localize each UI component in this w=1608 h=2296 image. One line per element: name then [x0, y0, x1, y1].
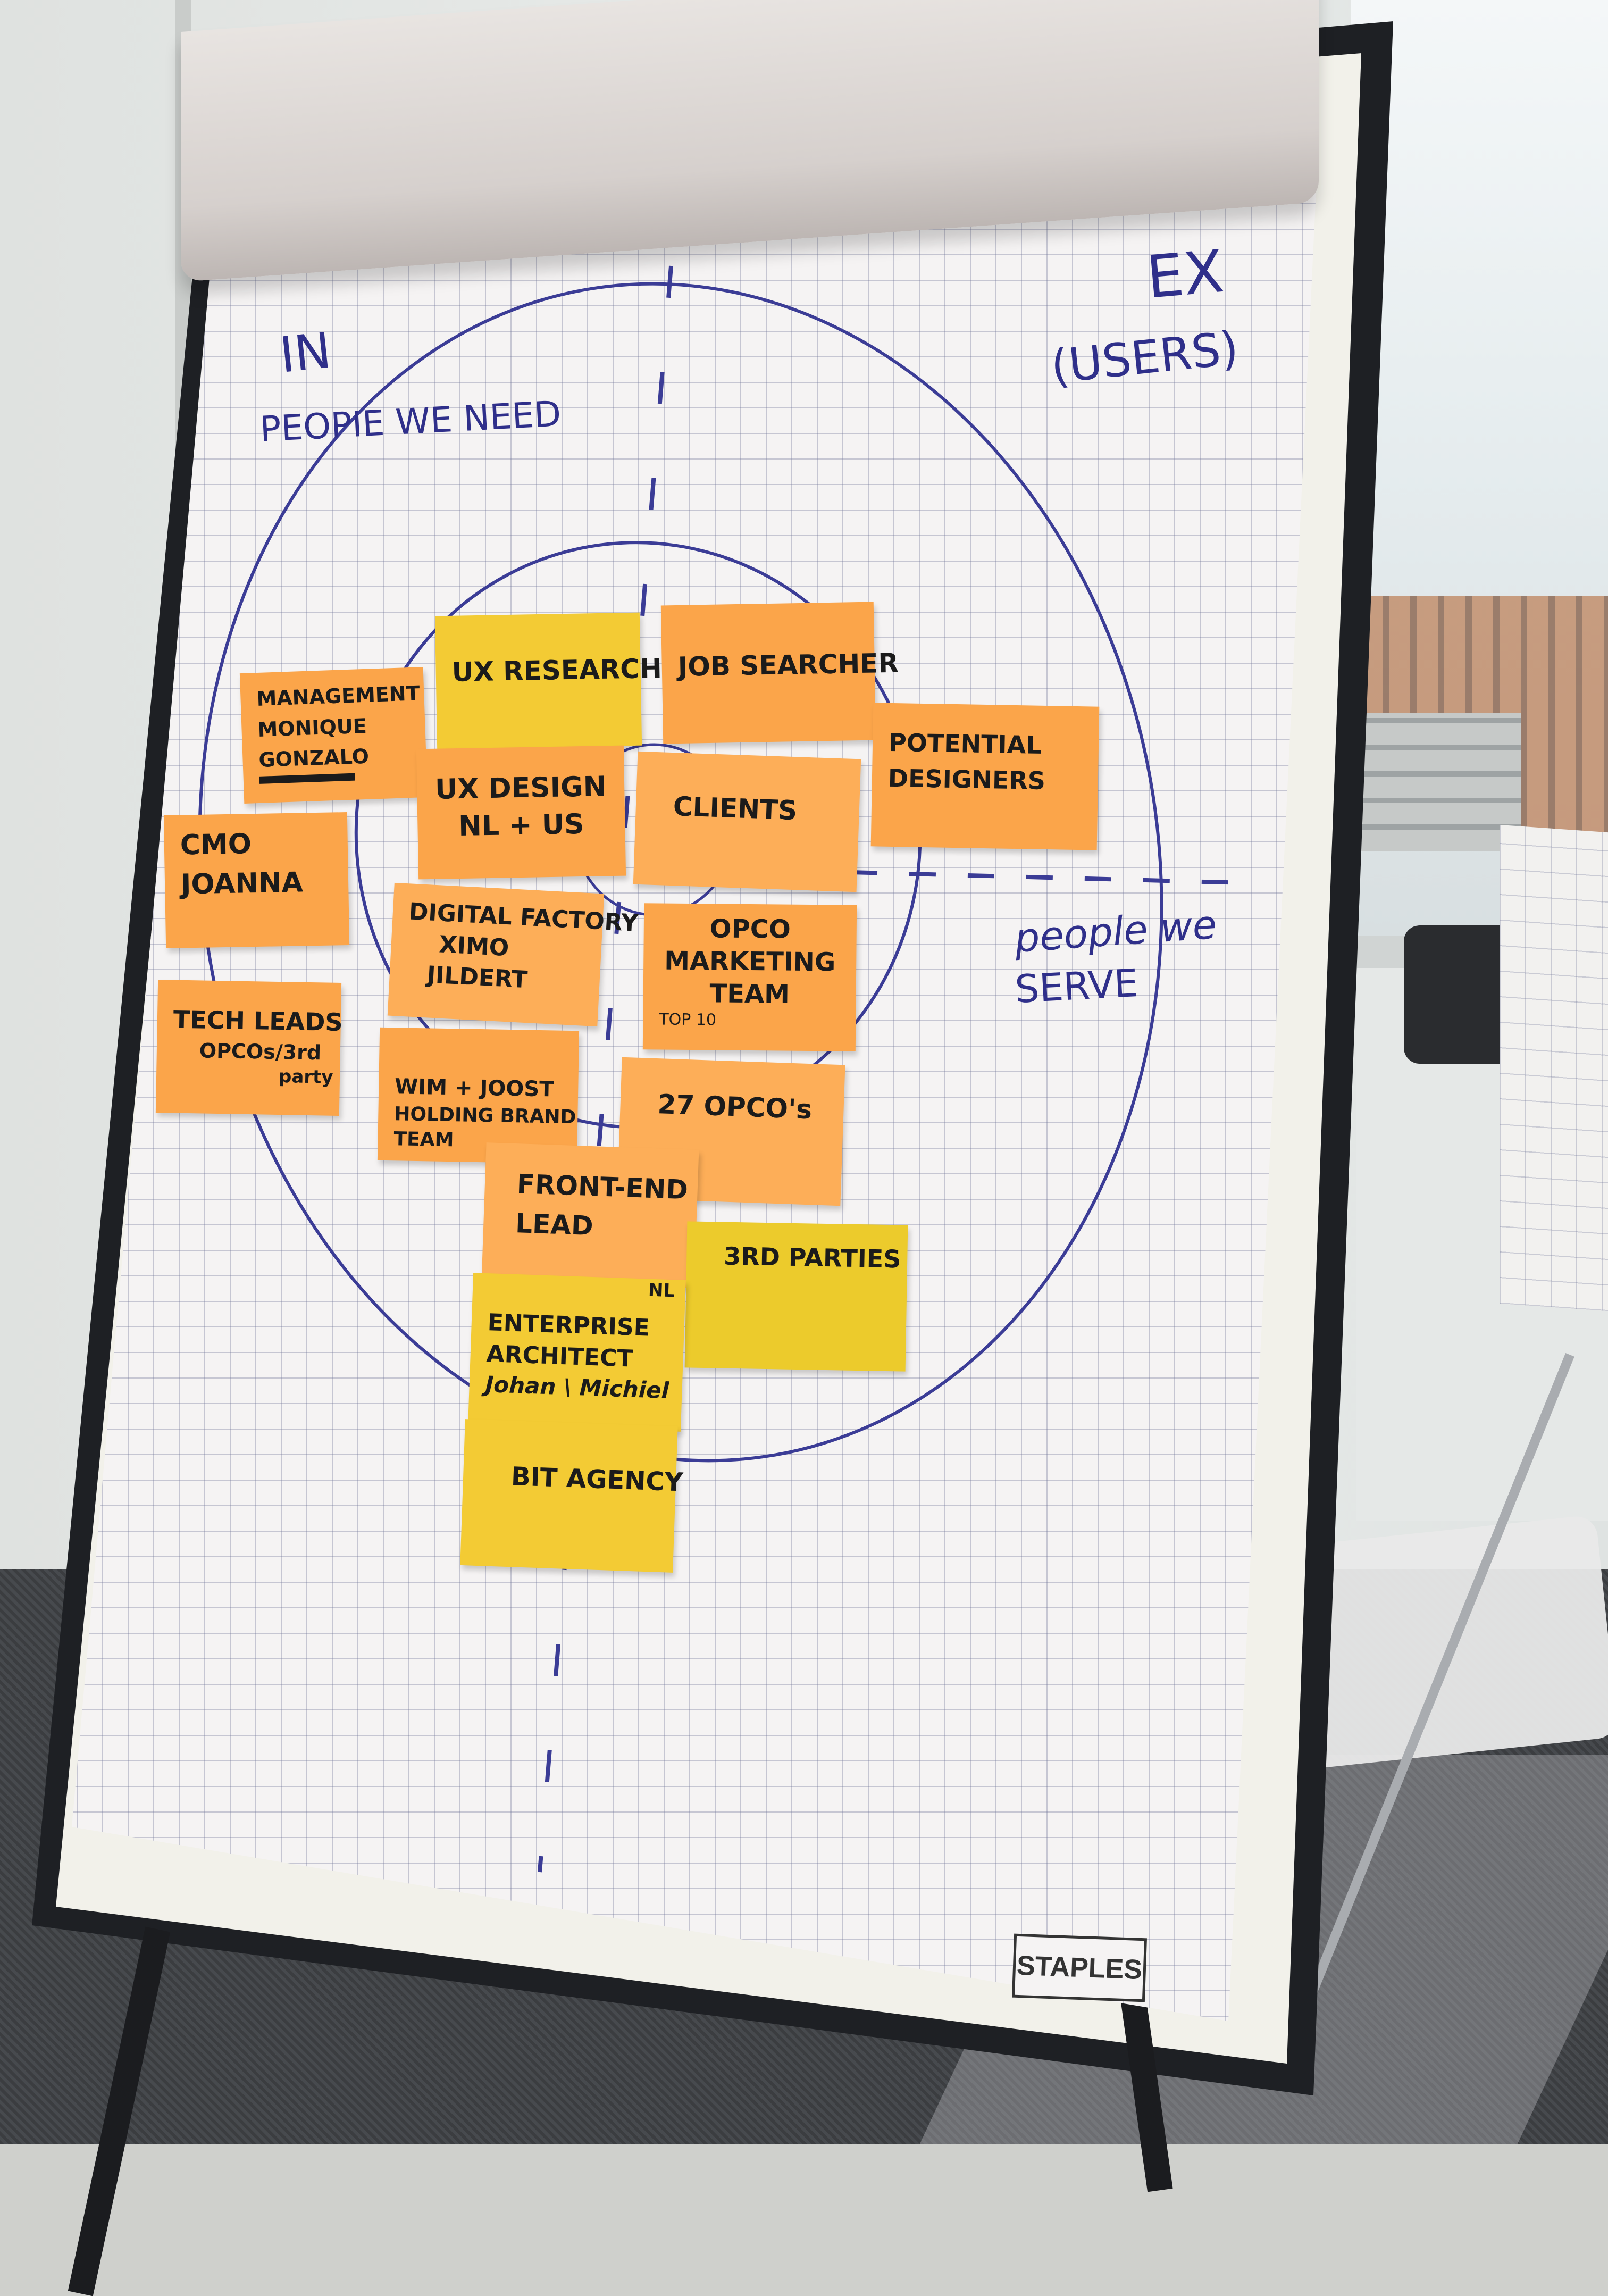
note-text: ARCHITECT [485, 1340, 634, 1373]
note-text: POTENTIAL [888, 728, 1042, 759]
note-text: DESIGNERS [887, 763, 1046, 795]
label-in: IN [277, 322, 334, 383]
note-text: OPCOs/3rd [199, 1039, 322, 1065]
note-text: CMO [180, 828, 252, 862]
sticky-note-management: MANAGEMENT MONIQUE GONZALO [239, 667, 428, 804]
label-people-we-need: PEOPIE WE NEED [259, 393, 562, 450]
note-text: 27 OPCO's [657, 1089, 813, 1125]
note-text: GONZALO [258, 745, 370, 772]
note-text: FRONT-END [516, 1168, 689, 1206]
note-text: TECH LEADS [173, 1005, 344, 1037]
sticky-note-potential-designers: POTENTIAL DESIGNERS [870, 703, 1100, 850]
note-text: party [278, 1065, 333, 1088]
note-text: ENTERPRISE [487, 1309, 650, 1342]
sticky-note-enterprise-architect: NL ENTERPRISE ARCHITECT Johan \ Michiel [468, 1273, 686, 1432]
sticky-note-wim-joost: WIM + JOOST HOLDING BRAND TEAM [377, 1027, 580, 1164]
sticky-note-ux-research: UX RESEARCH [434, 612, 663, 749]
note-text: CLIENTS [672, 791, 798, 826]
outside-building [1361, 713, 1521, 851]
note-text: MANAGEMENT [256, 681, 421, 711]
label-people-we-serve-line2: SERVE [1014, 961, 1139, 1012]
note-text: WIM + JOOST [394, 1074, 554, 1102]
note-text: LEAD [515, 1207, 594, 1241]
note-text: NL + US [458, 808, 584, 842]
horizontal-divider [850, 870, 1245, 885]
sticky-note-3rd-parties: 3RD PARTIES [684, 1221, 908, 1372]
note-text: OPCO [709, 914, 791, 945]
sticky-note-cmo: CMO JOANNA [163, 812, 350, 948]
note-text: TEAM [709, 979, 790, 1010]
note-text: UX DESIGN [434, 771, 607, 806]
note-text: HOLDING BRAND [394, 1103, 576, 1129]
sticky-note-clients: CLIENTS [633, 751, 861, 892]
scribble-strikethrough [259, 773, 355, 784]
sticky-note-bit-agency: BIT AGENCY [460, 1419, 684, 1573]
note-text: BIT AGENCY [510, 1462, 684, 1498]
note-text: DIGITAL FACTORY [408, 898, 639, 937]
sticky-note-digital-factory: DIGITAL FACTORY XIMO JILDERT [387, 882, 639, 1027]
note-text: MARKETING [664, 946, 836, 978]
label-users: (USERS) [1049, 321, 1241, 394]
note-text: JILDERT [426, 961, 529, 994]
note-text: MONIQUE [257, 714, 367, 741]
note-tag-nl: NL [648, 1279, 675, 1302]
note-text: 3RD PARTIES [723, 1241, 901, 1274]
sticky-note-front-end: FRONT-END LEAD [481, 1142, 699, 1288]
label-ex: EX [1144, 237, 1226, 312]
note-text: JOB SEARCHER [677, 647, 899, 682]
note-text: XIMO [438, 931, 510, 962]
note-text: UX RESEARCH [451, 653, 663, 688]
sticky-note-opco-marketing: OPCO MARKETING TEAM TOP 10 [642, 903, 857, 1051]
note-text: Johan \ Michiel [484, 1371, 669, 1404]
note-text: TOP 10 [659, 1010, 717, 1030]
label-people-we-serve-line1: people we [1012, 902, 1218, 962]
sticky-note-tech-leads: TECH LEADS OPCOs/3rd party [155, 980, 344, 1116]
sticky-note-ux-design: UX DESIGN NL + US [416, 745, 626, 880]
marker-drawing: IN EX (USERS) PEOPIE WE NEED people we S… [198, 237, 1245, 1873]
staples-logo: STAPLES [1011, 1933, 1148, 2002]
sticky-note-job-searcher: JOB SEARCHER [660, 602, 899, 744]
note-text: JOANNA [180, 866, 304, 901]
